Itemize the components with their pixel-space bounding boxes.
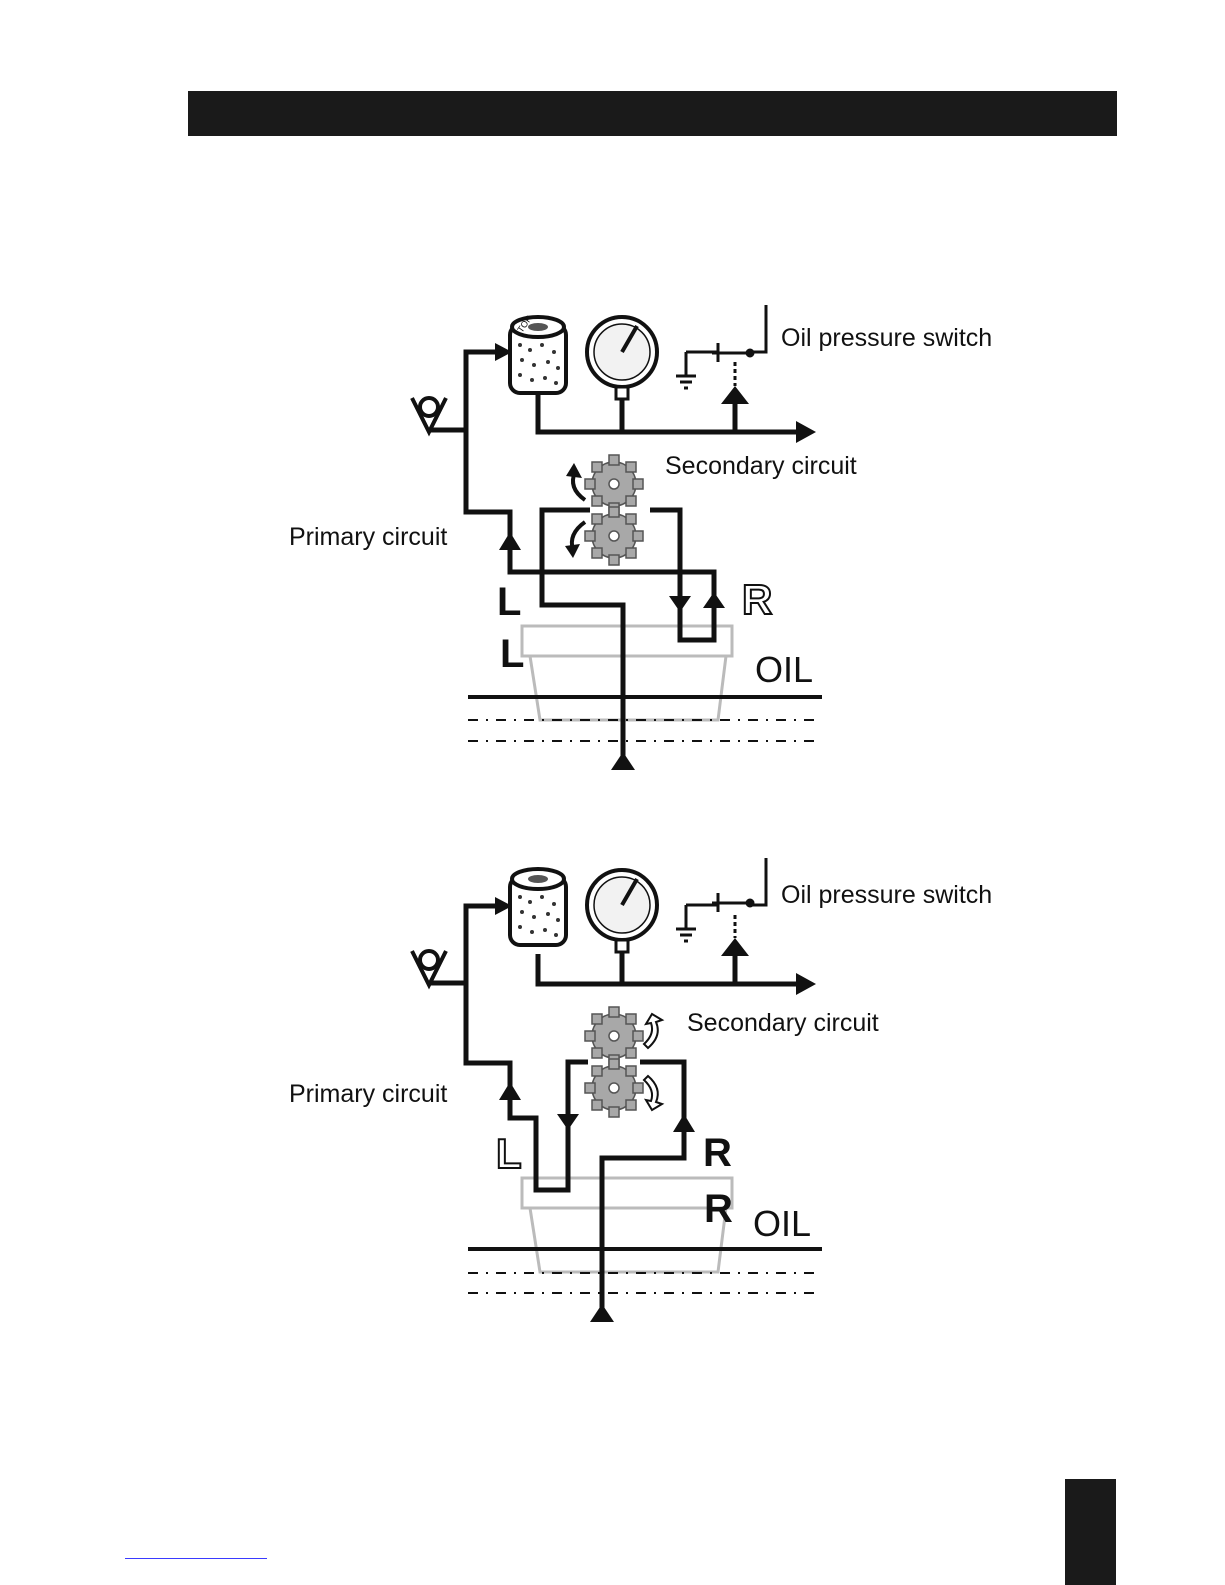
footer-link-underline xyxy=(125,1558,267,1559)
primary-up-arrow xyxy=(499,1082,521,1100)
primary-up-arrow xyxy=(499,532,521,550)
switch-feed-arrow xyxy=(721,386,749,404)
oil-filter-icon xyxy=(510,869,566,945)
secondary-outlet-arrow xyxy=(796,421,816,443)
right-upper-label: R xyxy=(703,1131,732,1175)
relief-valve-icon xyxy=(412,951,446,985)
header-bar xyxy=(188,91,1117,136)
oil-label: OIL xyxy=(753,1203,811,1244)
oil-label: OIL xyxy=(755,649,813,690)
page-tab xyxy=(1065,1479,1116,1585)
left-upper-label: L xyxy=(496,1130,522,1177)
secondary-circuit-label: Secondary circuit xyxy=(687,1009,879,1037)
lubrication-diagram-1: TOP xyxy=(270,300,1030,780)
oil-pump-gears-icon xyxy=(585,1007,643,1117)
primary-circuit-label: Primary circuit xyxy=(289,1080,447,1108)
oil-pressure-switch-label: Oil pressure switch xyxy=(781,881,992,909)
intake-down-arrow xyxy=(557,1114,579,1130)
oil-filter-icon: TOP xyxy=(510,314,566,393)
right-lower-label: R xyxy=(704,1187,733,1231)
lubrication-diagram-2: Oil pressure switch Secondary circuit Pr… xyxy=(270,855,1030,1335)
primary-circuit-label: Primary circuit xyxy=(289,523,447,551)
return-up-arrow xyxy=(673,1114,695,1132)
switch-feed-arrow xyxy=(721,938,749,956)
pressure-gauge-icon xyxy=(587,317,657,399)
oil-pressure-switch-label: Oil pressure switch xyxy=(781,324,992,352)
inlet-arrow xyxy=(590,1304,614,1322)
left-upper-label: L xyxy=(497,580,521,624)
pressure-gauge-icon xyxy=(587,870,657,952)
relief-valve-icon xyxy=(412,398,446,432)
left-lower-label: L xyxy=(500,632,524,676)
oil-pressure-switch-icon xyxy=(676,305,766,388)
return-down-arrow xyxy=(669,596,691,612)
oil-pressure-switch-icon xyxy=(676,858,766,941)
secondary-circuit-label: Secondary circuit xyxy=(665,452,857,480)
secondary-outlet-arrow xyxy=(796,973,816,995)
inlet-arrow xyxy=(611,752,635,770)
right-upper-label: R xyxy=(742,576,772,623)
return-up-arrow xyxy=(703,592,725,608)
oil-pump-gears-icon xyxy=(585,455,643,565)
